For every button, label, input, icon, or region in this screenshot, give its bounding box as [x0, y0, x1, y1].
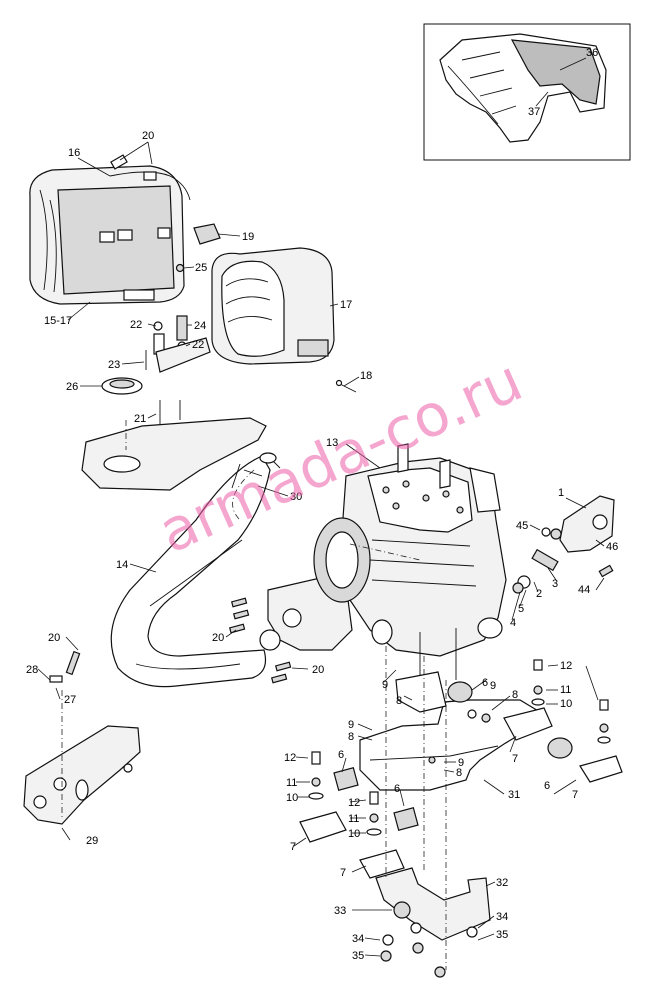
callout-26: 26: [66, 381, 78, 393]
callout-8: 8: [396, 695, 402, 707]
inset-detail: [423, 23, 631, 161]
callout-11: 11: [286, 777, 297, 789]
callout-14: 14: [116, 559, 128, 571]
callout-8: 8: [512, 689, 518, 701]
mesh-panel: [510, 39, 601, 105]
base-plate: [81, 400, 267, 491]
callout-35: 35: [496, 929, 508, 941]
callout-34: 34: [496, 911, 508, 923]
rubber-mounts: [447, 681, 623, 783]
callout-9: 9: [382, 679, 388, 691]
callout-22: 22: [192, 339, 204, 351]
callout-32: 32: [496, 877, 508, 889]
callout-6: 6: [338, 749, 344, 761]
callout-10: 10: [560, 698, 572, 710]
engine: [313, 443, 507, 680]
callout-34: 34: [352, 933, 364, 945]
callout-7: 7: [340, 867, 346, 879]
bolt-stack: [512, 527, 614, 594]
callout-45: 45: [516, 520, 528, 532]
callout-9: 9: [348, 719, 354, 731]
callout-22: 22: [130, 319, 142, 331]
callout-20: 20: [48, 632, 60, 644]
centre-lines: [61, 420, 447, 970]
springs-20: [228, 597, 292, 684]
callout-21: 21: [134, 413, 146, 425]
callout-46: 46: [606, 541, 618, 553]
callout-7: 7: [290, 841, 296, 853]
callout-33: 33: [334, 905, 346, 917]
fastener-stack-left: [299, 751, 419, 879]
callout-10: 10: [286, 792, 298, 804]
callout-15-17: 15-17: [44, 315, 72, 327]
callout-20: 20: [312, 664, 324, 676]
callout-12: 12: [560, 660, 572, 672]
callout-44: 44: [578, 584, 590, 596]
callout-27: 27: [64, 694, 76, 706]
callout-28: 28: [26, 664, 38, 676]
engine-bracket: [550, 495, 615, 553]
callout-31: 31: [508, 789, 520, 801]
callout-9: 9: [458, 757, 464, 769]
callout-24: 24: [194, 320, 206, 332]
frame-bracket: [23, 725, 141, 825]
callout-30: 30: [290, 491, 302, 503]
callout-6: 6: [394, 783, 400, 795]
silencer-cover: [211, 247, 335, 365]
callout-25: 25: [195, 262, 207, 274]
callout-23: 23: [108, 359, 120, 371]
callout-11: 11: [348, 813, 359, 825]
callout-labels: 36 37 20 16 19 25 15-17 22 24 22 23 17 2…: [26, 47, 618, 962]
callout-17: 17: [340, 299, 352, 311]
callout-12: 12: [348, 797, 360, 809]
callout-18: 18: [360, 370, 372, 382]
bracket-19: [193, 223, 221, 245]
callout-8: 8: [348, 731, 354, 743]
fastener-stack-right: [531, 659, 611, 744]
callout-20: 20: [212, 632, 224, 644]
spring-stack: [145, 263, 211, 373]
callout-20: 20: [142, 130, 154, 142]
callout-7: 7: [572, 789, 578, 801]
spring-27-28: [49, 650, 81, 683]
grommet-26: [101, 377, 143, 395]
callout-35: 35: [352, 950, 364, 962]
leader-lines: [37, 57, 605, 957]
callout-6: 6: [482, 677, 488, 689]
callout-6: 6: [544, 780, 550, 792]
callout-9: 9: [490, 680, 496, 692]
callout-5: 5: [518, 603, 524, 615]
callout-12: 12: [284, 752, 296, 764]
air-intake-silencer: [29, 165, 191, 305]
callout-7: 7: [512, 753, 518, 765]
callout-10: 10: [348, 828, 360, 840]
callout-19: 19: [242, 231, 254, 243]
callout-1: 1: [558, 487, 564, 499]
screw-18: [335, 379, 357, 393]
callout-2: 2: [536, 588, 542, 600]
callout-37: 37: [528, 106, 540, 118]
callout-29: 29: [86, 835, 98, 847]
callout-4: 4: [510, 617, 516, 629]
callout-3: 3: [552, 578, 558, 590]
tuned-pipe: [110, 452, 281, 688]
callout-11: 11: [560, 684, 571, 696]
mount-plate: [359, 671, 541, 791]
callout-16: 16: [68, 147, 80, 159]
callout-8: 8: [456, 767, 462, 779]
callout-36: 36: [586, 47, 598, 59]
lower-bracket: [375, 867, 491, 978]
callout-13: 13: [326, 437, 338, 449]
